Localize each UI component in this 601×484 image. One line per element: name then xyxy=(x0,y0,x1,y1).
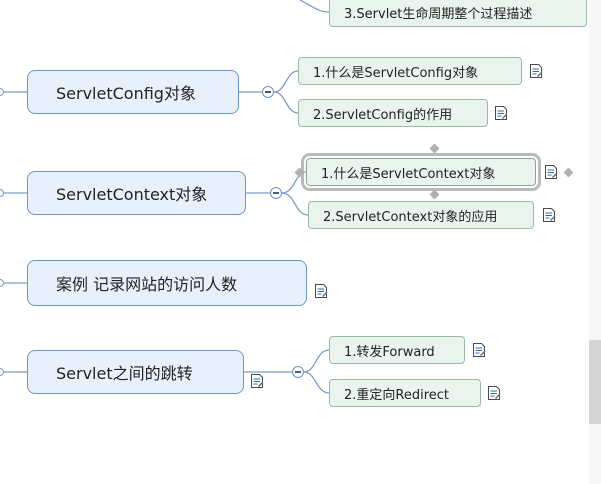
note-icon[interactable] xyxy=(487,385,501,401)
subtopic-label: 2.重定向Redirect xyxy=(344,387,450,403)
note-icon[interactable] xyxy=(472,342,486,358)
collapse-toggle-icon[interactable] xyxy=(292,366,304,378)
subtopic-what-is-servletcontext[interactable]: 1.什么是ServletContext对象 xyxy=(301,153,541,191)
subtopic-servletcontext-application[interactable]: 2.ServletContext对象的应用 xyxy=(308,201,534,229)
topic-label: Servlet之间的跳转 xyxy=(56,364,193,383)
topic-servlet-lifecycle-description[interactable]: 3.Servlet生命周期整个过程描述 xyxy=(329,0,587,27)
subtopic-redirect[interactable]: 2.重定向Redirect xyxy=(329,379,481,407)
note-icon[interactable] xyxy=(529,63,543,79)
topic-label: 3.Servlet生命周期整个过程描述 xyxy=(344,6,533,22)
subtopic-label: 1.转发Forward xyxy=(344,344,435,360)
topic-label: 案例 记录网站的访问人数 xyxy=(56,275,238,294)
subtopic-label: 1.什么是ServletConfig对象 xyxy=(313,65,479,81)
subtopic-label: 2.ServletContext对象的应用 xyxy=(323,209,498,225)
subtopic-what-is-servletconfig[interactable]: 1.什么是ServletConfig对象 xyxy=(298,57,522,85)
topic-label: ServletContext对象 xyxy=(56,185,208,204)
note-icon[interactable] xyxy=(314,283,328,299)
note-icon[interactable] xyxy=(542,207,556,223)
topic-servletcontext[interactable]: ServletContext对象 xyxy=(27,171,246,215)
note-icon[interactable] xyxy=(544,164,558,180)
subtopic-label: 1.什么是ServletContext对象 xyxy=(321,166,496,182)
collapse-toggle-icon[interactable] xyxy=(262,86,274,98)
topic-case-visitor-count[interactable]: 案例 记录网站的访问人数 xyxy=(27,260,307,306)
subtopic-label: 2.ServletConfig的作用 xyxy=(313,107,453,123)
subtopic-forward[interactable]: 1.转发Forward xyxy=(329,336,465,364)
note-icon[interactable] xyxy=(494,105,508,121)
note-icon[interactable] xyxy=(250,373,264,389)
topic-servlet-jump[interactable]: Servlet之间的跳转 xyxy=(27,350,244,394)
vertical-scrollbar-thumb[interactable] xyxy=(589,340,601,424)
topic-label: ServletConfig对象 xyxy=(56,84,196,103)
topic-servletconfig[interactable]: ServletConfig对象 xyxy=(27,70,239,114)
collapse-toggle-icon[interactable] xyxy=(270,187,282,199)
subtopic-servletconfig-usage[interactable]: 2.ServletConfig的作用 xyxy=(298,99,488,127)
